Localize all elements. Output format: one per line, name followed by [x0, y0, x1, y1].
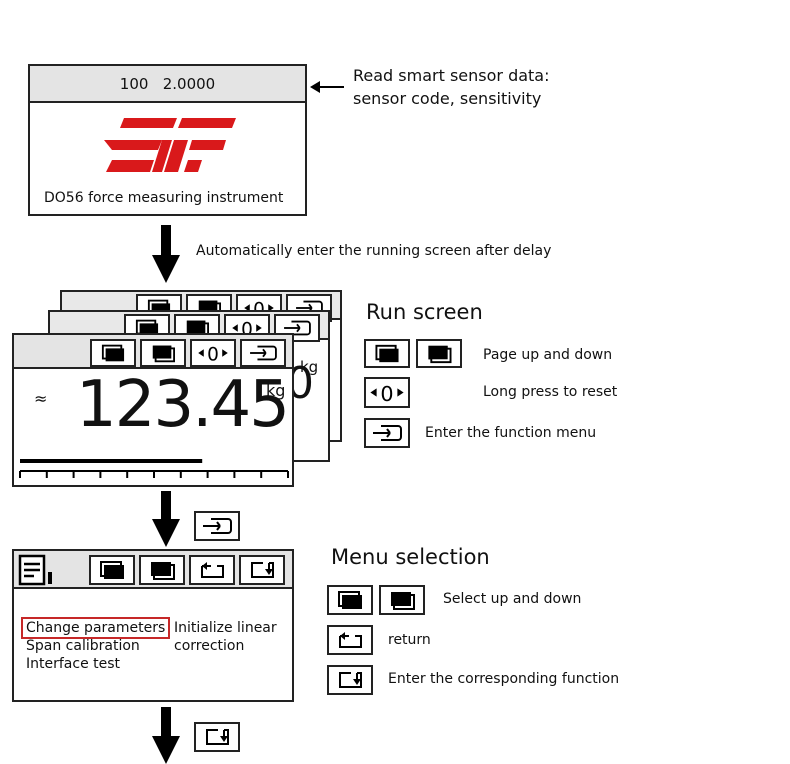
page-down-icon — [139, 555, 185, 585]
page-down-icon — [379, 585, 425, 615]
menu-item-span-calibration[interactable]: Span calibration — [26, 638, 140, 654]
page-up-icon — [89, 555, 135, 585]
bg-unit: kg — [300, 358, 319, 376]
enter-menu-icon — [364, 418, 410, 448]
menu-item-initialize-linear-line2: correction — [174, 638, 245, 654]
legend-select-text: Select up and down — [443, 591, 582, 607]
page-up-icon — [90, 339, 136, 367]
page-down-icon — [416, 339, 462, 368]
enter-menu-icon — [240, 339, 286, 367]
enter-function-icon — [194, 722, 240, 752]
menu-item-change-parameters[interactable]: Change parameters — [21, 617, 171, 639]
menu-item-initialize-linear[interactable]: Initialize linear — [174, 620, 277, 636]
stf-logo — [104, 118, 236, 172]
flow-arrow-down-icon — [152, 707, 180, 764]
legend-page-text: Page up and down — [483, 347, 613, 363]
legend-reset-text: Long press to reset — [483, 384, 618, 400]
boot-header-bar: 100 2.0000 — [30, 66, 305, 103]
zero-reset-icon — [190, 339, 236, 367]
boot-screen: 100 2.0000 DO56 force measuring instrume… — [28, 64, 307, 216]
return-icon — [189, 555, 235, 585]
enter-function-icon — [239, 555, 285, 585]
instrument-name: DO56 force measuring instrument — [44, 190, 284, 206]
sensor-readout: 100 2.0000 — [119, 75, 216, 93]
legend-enter-text: Enter the function menu — [425, 425, 597, 441]
enter-function-icon — [327, 665, 373, 695]
weight-value: 123.45 — [76, 368, 290, 442]
flow-arrow-down-icon — [152, 491, 180, 547]
return-icon — [327, 625, 373, 655]
weight-unit: kg — [266, 381, 286, 400]
note-line2: sensor code, sensitivity — [353, 89, 542, 108]
run-screen: ≈ 123.45 kg — [12, 333, 294, 487]
load-bar-fill — [20, 459, 203, 463]
run-screen-title: Run screen — [366, 300, 483, 324]
menu-screen: Change parameters Span calibration Inter… — [12, 549, 294, 702]
menu-item-interface-test[interactable]: Interface test — [26, 656, 121, 672]
load-bar-ticks — [19, 471, 289, 478]
load-bar — [19, 459, 289, 478]
page-up-icon — [364, 339, 410, 368]
legend-enter-function-text: Enter the corresponding function — [388, 671, 620, 687]
menu-selection-title: Menu selection — [331, 545, 490, 569]
legend-return-text: return — [388, 632, 431, 648]
stable-symbol: ≈ — [34, 389, 48, 408]
zero-reset-icon — [364, 377, 410, 408]
page-down-icon — [140, 339, 186, 367]
menu-list-icon — [18, 554, 52, 586]
enter-menu-icon — [194, 511, 240, 541]
page-up-icon — [327, 585, 373, 615]
transition-text: Automatically enter the running screen a… — [196, 243, 552, 259]
note-arrow-left-icon — [310, 81, 344, 93]
flow-arrow-down-icon — [152, 225, 180, 283]
note-line1: Read smart sensor data: — [353, 66, 550, 85]
